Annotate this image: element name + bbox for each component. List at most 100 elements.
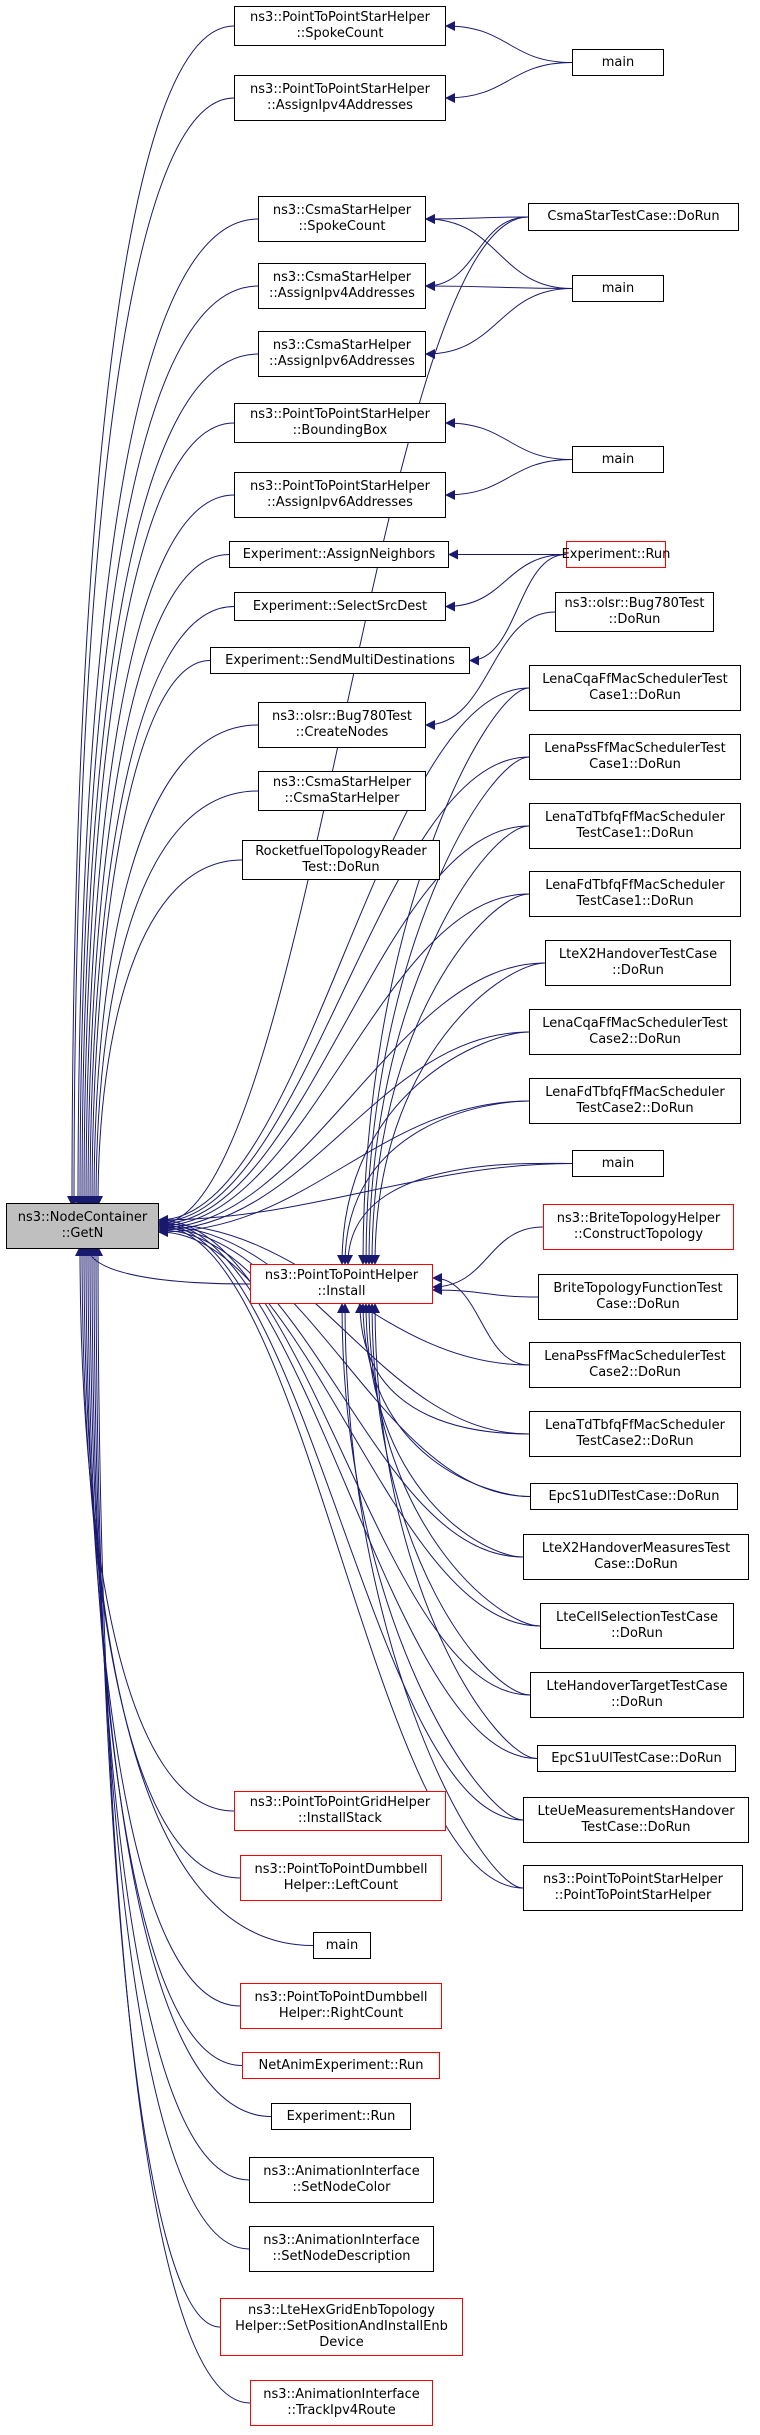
node-p2pgrid-installstack[interactable]: ns3::PointToPointGridHelper::InstallStac… — [234, 1791, 446, 1831]
edge-epcs1uul-to-p2p-install — [370, 1303, 538, 1759]
node-ltex2handover[interactable]: LteX2HandoverTestCase::DoRun — [545, 940, 731, 986]
node-label-line: ns3::PointToPointDumbbell — [254, 1862, 428, 1877]
node-label-line: ::DoRun — [611, 1695, 663, 1710]
node-main-2[interactable]: main — [572, 275, 664, 302]
edge-ltex2handover-to-getn — [158, 962, 546, 1233]
node-p2pstar-boundingbox[interactable]: ns3::PointToPointStarHelper::BoundingBox — [234, 403, 446, 443]
node-csmastar-spokecount[interactable]: ns3::CsmaStarHelper::SpokeCount — [258, 196, 426, 242]
edge-anim-setnodecolor-to-getn — [87, 1246, 250, 2181]
node-label-line: LenaPssFfMacSchedulerTest — [544, 1349, 726, 1364]
node-label-line: main — [601, 54, 635, 70]
edge-ltex2measure-to-p2p-install — [361, 1303, 524, 1558]
node-brite-construct[interactable]: ns3::BriteTopologyHelper::ConstructTopol… — [543, 1204, 734, 1250]
node-csmastartestcase-dorun[interactable]: CsmaStarTestCase::DoRun — [528, 203, 739, 231]
node-p2p-install[interactable]: ns3::PointToPointHelper::Install — [250, 1264, 433, 1304]
node-netanim-run[interactable]: NetAnimExperiment::Run — [242, 2052, 440, 2079]
node-label-line: Case2::DoRun — [589, 1032, 681, 1047]
node-p2pstar-spokecount[interactable]: ns3::PointToPointStarHelper::SpokeCount — [234, 6, 446, 46]
edge-csmastartestcase-dorun-to-csmastar-assignipv4 — [425, 216, 529, 291]
node-label-line: ns3::PointToPointDumbbell — [254, 1990, 428, 2005]
node-label-line: Helper::LeftCount — [283, 1878, 399, 1893]
node-exp-run-black[interactable]: Experiment::Run — [271, 2103, 411, 2130]
edge-lenafdtbfq1-to-p2p-install — [367, 893, 530, 1265]
node-label-line: ns3::PointToPointStarHelper — [250, 407, 430, 422]
node-bug780-dorun[interactable]: ns3::olsr::Bug780Test::DoRun — [555, 592, 714, 632]
edge-main-4-to-p2p-install — [343, 1162, 573, 1265]
node-label-line: Experiment::AssignNeighbors — [242, 546, 436, 562]
node-main-4[interactable]: main — [572, 1150, 664, 1177]
node-label-line: ::Install — [317, 1284, 366, 1299]
node-label-line: LteCellSelectionTestCase — [556, 1610, 718, 1625]
node-anim-trackipv4[interactable]: ns3::AnimationInterface::TrackIpv4Route — [250, 2380, 433, 2426]
node-label-line: BriteTopologyFunctionTest — [553, 1281, 723, 1296]
node-main-1[interactable]: main — [572, 49, 664, 76]
node-label-line: ns3::AnimationInterface — [263, 2164, 420, 2179]
node-ltehandovertarget[interactable]: LteHandoverTargetTestCase::DoRun — [530, 1672, 744, 1718]
node-label-line: LenaFdTbfqFfMacScheduler — [545, 1085, 725, 1100]
node-bug780-createnodes[interactable]: ns3::olsr::Bug780Test::CreateNodes — [258, 702, 426, 748]
edge-lenapss1-to-p2p-install — [361, 756, 530, 1265]
node-label-line: Device — [319, 2335, 364, 2350]
node-csmastar-ctor[interactable]: ns3::CsmaStarHelper::CsmaStarHelper — [258, 771, 426, 811]
node-exp-sendmulti[interactable]: Experiment::SendMultiDestinations — [210, 647, 470, 674]
edge-lenatdtbfq1-to-p2p-install — [364, 825, 530, 1265]
node-ltecellsel[interactable]: LteCellSelectionTestCase::DoRun — [540, 1603, 734, 1649]
edge-epcs1uul-to-getn — [158, 1217, 538, 1759]
node-label-line: TestCase::DoRun — [581, 1820, 691, 1835]
node-p2pstar-ctor[interactable]: ns3::PointToPointStarHelper::PointToPoin… — [523, 1865, 743, 1911]
edge-lenatdtbfq2-to-p2p-install — [355, 1303, 530, 1435]
edge-main-1-to-p2pstar-spokecount — [445, 21, 573, 63]
node-p2pstar-assignipv6[interactable]: ns3::PointToPointStarHelper::AssignIpv6A… — [234, 472, 446, 518]
node-label-line: ns3::CsmaStarHelper — [272, 775, 412, 790]
node-label-line: ns3::LteHexGridEnbTopology — [247, 2303, 435, 2318]
node-label-line: LteHandoverTargetTestCase — [546, 1679, 728, 1694]
edge-p2pdumbbell-left-to-getn — [77, 1246, 241, 1879]
edge-brite-construct-to-p2p-install — [432, 1226, 544, 1292]
node-label-line: ::SpokeCount — [296, 26, 384, 41]
node-label-line: Experiment::SendMultiDestinations — [225, 652, 455, 668]
node-epcs1udl[interactable]: EpcS1uDlTestCase::DoRun — [530, 1483, 738, 1510]
node-label-line: LenaTdTbfqFfMacScheduler — [545, 1418, 725, 1433]
node-main-5[interactable]: main — [313, 1932, 371, 1959]
node-label-line: ns3::AnimationInterface — [263, 2233, 420, 2248]
node-label-line: main — [601, 451, 635, 467]
edge-ltehandovertarget-to-p2p-install — [367, 1303, 531, 1696]
node-main-3[interactable]: main — [572, 446, 664, 473]
node-label-line: Case1::DoRun — [589, 688, 681, 703]
node-label-line: Helper::RightCount — [278, 2006, 404, 2021]
edge-csmastar-assignipv4-to-getn — [75, 285, 259, 1206]
node-label-line: ns3::CsmaStarHelper — [272, 338, 412, 353]
node-anim-setnodedesc[interactable]: ns3::AnimationInterface::SetNodeDescript… — [249, 2226, 434, 2272]
node-anim-setnodecolor[interactable]: ns3::AnimationInterface::SetNodeColor — [249, 2157, 434, 2203]
node-exp-selectsrcdest[interactable]: Experiment::SelectSrcDest — [234, 592, 446, 621]
edge-main-3-to-p2pstar-assignipv6 — [445, 459, 573, 500]
node-label-line: ns3::PointToPointHelper — [264, 1268, 419, 1283]
node-label-line: ::DoRun — [608, 612, 661, 627]
node-label-line: LenaTdTbfqFfMacScheduler — [545, 810, 725, 825]
node-epcs1uul[interactable]: EpcS1uUlTestCase::DoRun — [537, 1745, 736, 1772]
node-exp-run-red[interactable]: Experiment::Run — [562, 541, 670, 568]
node-csmastar-assignipv6[interactable]: ns3::CsmaStarHelper::AssignIpv6Addresses — [258, 331, 426, 377]
node-label-line: LenaPssFfMacSchedulerTest — [544, 741, 726, 756]
node-label-line: ns3::PointToPointGridHelper — [249, 1795, 431, 1810]
node-label-line: main — [601, 280, 635, 296]
node-p2pstar-assignipv4[interactable]: ns3::PointToPointStarHelper::AssignIpv4A… — [234, 75, 446, 121]
node-exp-assignneighbors[interactable]: Experiment::AssignNeighbors — [229, 541, 449, 568]
node-label-line: TestCase2::DoRun — [576, 1101, 694, 1116]
node-csmastar-assignipv4[interactable]: ns3::CsmaStarHelper::AssignIpv4Addresses — [258, 263, 426, 309]
